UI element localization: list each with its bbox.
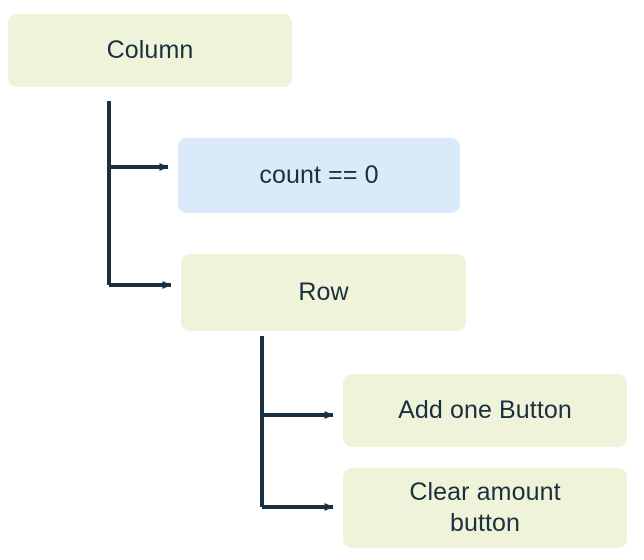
node-count-condition[interactable]: count == 0 [178,138,460,213]
node-clear-amount-button[interactable]: Clear amount button [343,468,627,548]
node-row[interactable]: Row [181,254,466,331]
node-column[interactable]: Column [8,14,292,87]
node-add-one-button[interactable]: Add one Button [343,374,627,447]
